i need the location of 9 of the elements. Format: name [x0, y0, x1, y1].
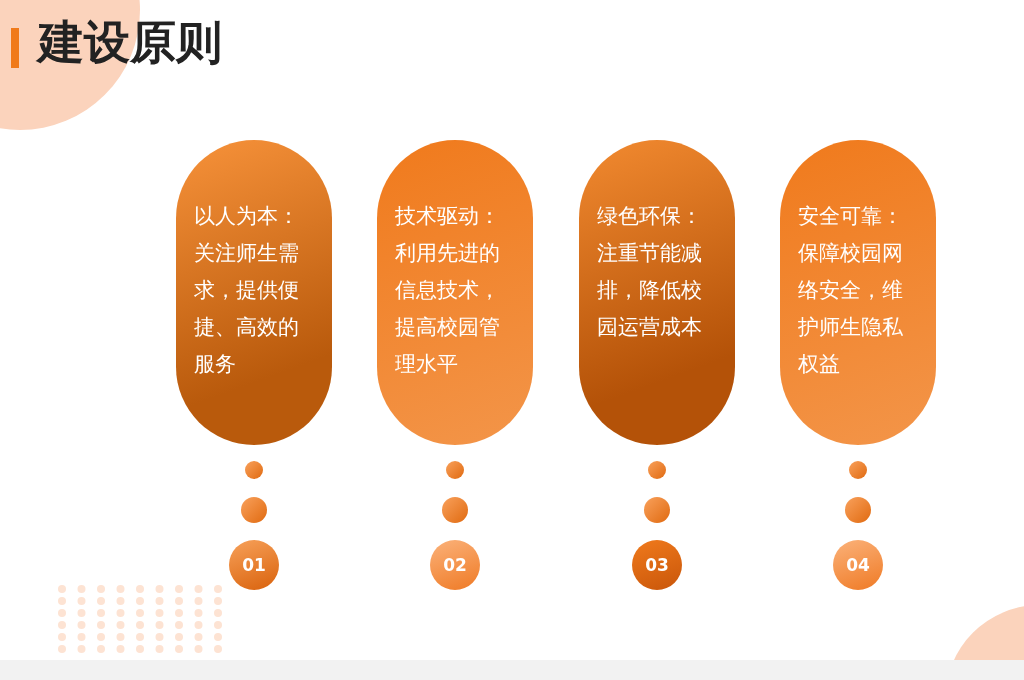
card-text: 安全可靠：保障校园网络安全，维护师生隐私权益	[798, 203, 904, 378]
title: 建设原则	[38, 14, 222, 71]
card-text: 技术驱动：利用先进的信息技术，提高校园管理水平	[395, 203, 501, 378]
card-text: 以人为本：关注师生需求，提供便捷、高效的服务	[194, 203, 300, 378]
number-badge: 02	[430, 540, 480, 590]
number-badge: 01	[229, 540, 279, 590]
number-badge: 04	[833, 540, 883, 590]
number-badge: 03	[632, 540, 682, 590]
card-text: 绿色环保：注重节能减排，降低校园运营成本	[597, 203, 703, 341]
